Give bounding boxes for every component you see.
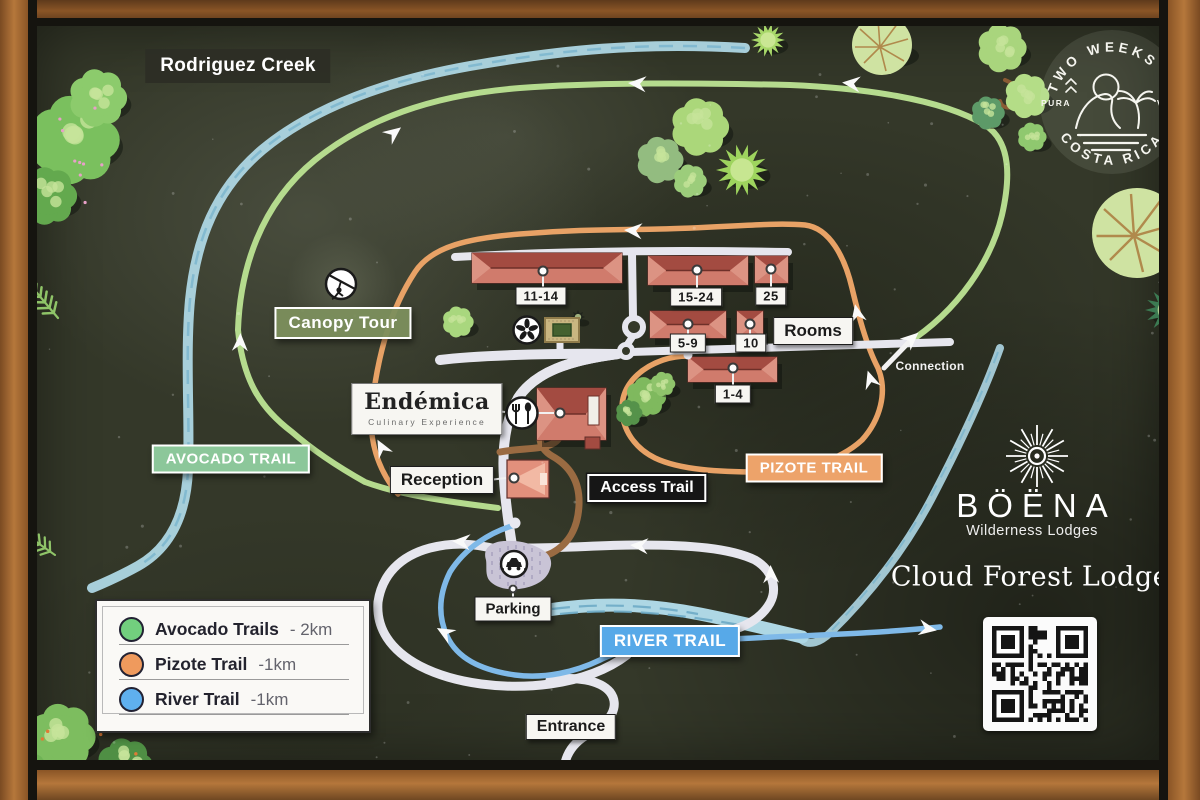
qr-code bbox=[983, 617, 1097, 731]
pizote-trail-label: PIZOTE TRAIL bbox=[745, 453, 883, 483]
room-label-1-4: 1-4 bbox=[714, 384, 752, 404]
room-label-5-9: 5-9 bbox=[669, 333, 707, 353]
avocado-legend-dot bbox=[119, 617, 144, 642]
room-label-15-24: 15-24 bbox=[670, 287, 722, 307]
endemica-title: Endémica bbox=[364, 389, 490, 415]
legend-name: Avocado Trails bbox=[155, 619, 279, 639]
reception-label: Reception bbox=[389, 466, 495, 494]
trail-legend: Avocado Trails - 2km Pizote Trail -1km R… bbox=[95, 599, 371, 733]
boena-tagline: Wilderness Lodges bbox=[966, 523, 1098, 539]
legend-row-pizote: Pizote Trail -1km bbox=[119, 652, 349, 680]
room-label-11-14: 11-14 bbox=[515, 286, 567, 306]
rooms-label: Rooms bbox=[773, 317, 853, 345]
frame-top bbox=[0, 0, 1200, 26]
avocado-trail-label: AVOCADO TRAIL bbox=[151, 444, 311, 474]
frame-bottom bbox=[0, 760, 1200, 800]
room-label-10: 10 bbox=[735, 333, 767, 353]
legend-distance: -1km bbox=[258, 654, 297, 674]
lodge-name: Cloud Forest Lodge bbox=[890, 561, 1170, 593]
river-legend-dot bbox=[119, 687, 144, 712]
endemica-subtitle: Culinary Experience bbox=[368, 417, 486, 427]
legend-row-avocado: Avocado Trails - 2km bbox=[119, 617, 349, 645]
connection-label: Connection bbox=[895, 359, 965, 373]
entrance-label: Entrance bbox=[525, 714, 617, 740]
parking-label: Parking bbox=[474, 596, 552, 622]
frame-left bbox=[0, 0, 37, 800]
creek-name-label: Rodriguez Creek bbox=[145, 49, 331, 83]
pizote-legend-dot bbox=[119, 652, 144, 677]
legend-distance: - 2km bbox=[289, 619, 333, 639]
access-trail-label: Access Trail bbox=[587, 474, 707, 502]
frame-right bbox=[1159, 0, 1200, 800]
endemica-label: Endémica Culinary Experience bbox=[351, 383, 503, 435]
canopy-tour-label: Canopy Tour bbox=[274, 307, 412, 339]
river-trail-label: RIVER TRAIL bbox=[599, 625, 741, 657]
legend-name: River Trail bbox=[155, 689, 240, 709]
boena-logo-text: BÖËNA bbox=[956, 487, 1117, 524]
room-label-25: 25 bbox=[755, 286, 787, 306]
legend-distance: -1km bbox=[250, 689, 289, 709]
legend-row-river: River Trail -1km bbox=[119, 687, 349, 715]
legend-name: Pizote Trail bbox=[155, 654, 248, 674]
